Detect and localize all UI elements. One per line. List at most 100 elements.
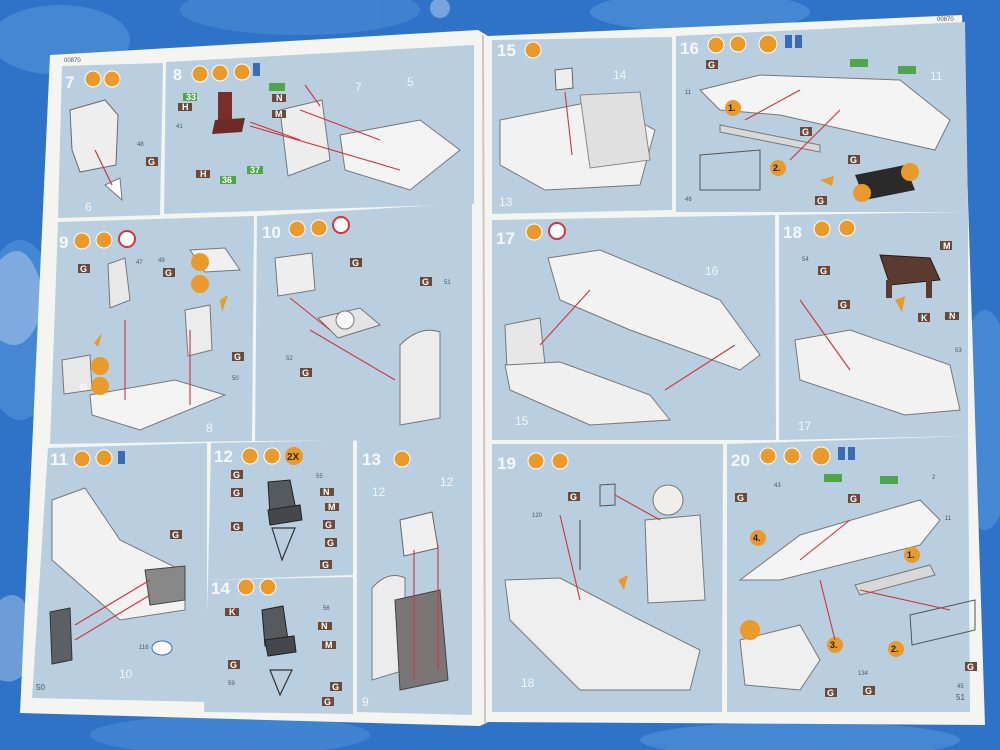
step-12-panel: 2X xyxy=(208,440,353,580)
step-number: 15 xyxy=(497,41,516,60)
glue-label: G xyxy=(708,60,715,70)
part-number: 50 xyxy=(232,376,239,382)
glue-label: G xyxy=(850,155,857,165)
glue-label: G xyxy=(234,352,241,362)
glue-label: G xyxy=(325,520,332,530)
order-number: 1. xyxy=(728,103,736,113)
glue-label: G xyxy=(80,382,87,392)
glue-label: G xyxy=(324,697,331,707)
part-number: 11 xyxy=(945,516,952,522)
paint-can-icon xyxy=(253,63,260,76)
glue-label: G xyxy=(172,530,179,540)
paint-tag-green xyxy=(247,166,263,174)
left-page-number: 50 xyxy=(36,683,45,692)
paint-letter-tag: N xyxy=(323,487,330,497)
multiplier-badge xyxy=(285,447,303,465)
glue-label: G xyxy=(233,470,240,480)
step-9-panel xyxy=(50,216,254,444)
part-number: 43 xyxy=(774,483,781,489)
step-8-panel xyxy=(164,45,474,214)
part-number: 51 xyxy=(444,280,451,286)
part-number: 2 xyxy=(932,475,936,481)
sub-assembly-number: 14 xyxy=(613,68,627,82)
sub-assembly-number: 15 xyxy=(515,414,529,428)
glue-label: G xyxy=(817,196,824,206)
part-number: 134 xyxy=(858,671,869,677)
step-7-panel xyxy=(58,63,163,218)
glue-label: G xyxy=(802,127,809,137)
step-number: 10 xyxy=(262,223,281,242)
paint-code: 36 xyxy=(222,175,232,185)
step-7-tool-icon xyxy=(103,70,121,88)
part-number: 53 xyxy=(955,348,962,354)
glue-label: G xyxy=(327,538,334,548)
glue-label: G xyxy=(148,157,155,167)
step-14-panel xyxy=(204,577,353,714)
glue-label: G xyxy=(737,493,744,503)
glue-label: G xyxy=(302,368,309,378)
step-number: 16 xyxy=(680,39,699,58)
part-number: 11 xyxy=(685,90,692,96)
glue-label: G xyxy=(322,560,329,570)
order-number: 1. xyxy=(907,550,915,560)
glue-label: G xyxy=(233,488,240,498)
paint-code: 37 xyxy=(250,165,260,175)
paint-tag-green xyxy=(220,176,236,184)
step-7-tool-icon xyxy=(84,70,102,88)
paint-letter-tag: K xyxy=(229,607,236,617)
step-number: 20 xyxy=(731,451,750,470)
sub-assembly-number: 17 xyxy=(798,419,812,433)
glue-label: G xyxy=(850,494,857,504)
part-number: 45 xyxy=(957,684,964,690)
paint-letter-tag: K xyxy=(921,313,928,323)
sub-assembly-number: 9 xyxy=(362,695,369,709)
step-18-panel xyxy=(779,212,968,440)
step-19-panel xyxy=(492,444,723,712)
booklet-spine xyxy=(482,34,486,725)
sub-assembly-number: 10 xyxy=(119,667,133,681)
step-number: 12 xyxy=(214,447,233,466)
part-number: 59 xyxy=(228,681,235,687)
glue-label: G xyxy=(80,264,87,274)
step-17-panel xyxy=(492,215,776,440)
sub-assembly-number: 6 xyxy=(85,200,92,214)
part-number: 46 xyxy=(685,197,692,203)
part-number: 55 xyxy=(316,474,323,480)
sub-assembly-number: 18 xyxy=(521,676,535,690)
order-number: 2. xyxy=(891,644,899,654)
step-11-panel xyxy=(32,443,207,702)
part-number: 56 xyxy=(323,606,330,612)
step-20-panel xyxy=(727,436,977,712)
glue-label: G xyxy=(820,266,827,276)
burst-icon xyxy=(740,620,760,640)
part-number: 54 xyxy=(802,257,809,263)
multiplier-2x-label: 2X xyxy=(287,452,300,463)
paint-tag-green xyxy=(269,83,285,91)
left-page-code: 00870 xyxy=(64,58,81,64)
paint-letter-tag: N xyxy=(321,621,328,631)
glue-label: G xyxy=(865,686,872,696)
step-16-panel xyxy=(676,22,968,212)
step-13-panel xyxy=(357,440,472,715)
step-number: 17 xyxy=(496,229,515,248)
paint-letter-tag: M xyxy=(328,502,336,512)
sub-assembly-number: 12 xyxy=(440,475,454,489)
glue-label: G xyxy=(570,492,577,502)
paint-letter-tag: M xyxy=(943,241,951,251)
sub-assembly-number: 12 xyxy=(372,485,386,499)
step-number: 11 xyxy=(50,450,68,469)
step-15-panel xyxy=(492,37,672,214)
glue-label: G xyxy=(332,682,339,692)
step-number: 18 xyxy=(783,223,802,242)
glue-label: G xyxy=(827,688,834,698)
sub-assembly-number: 7 xyxy=(355,80,362,94)
paint-letter-tag: H xyxy=(182,102,189,112)
step-10-panel xyxy=(255,203,472,441)
glue-label: G xyxy=(165,268,172,278)
part-number: 48 xyxy=(137,142,144,148)
paint-letter-tag: N xyxy=(276,93,283,103)
paint-tag-green xyxy=(183,93,197,101)
step-number: 19 xyxy=(497,454,516,473)
order-number: 3. xyxy=(830,640,838,650)
